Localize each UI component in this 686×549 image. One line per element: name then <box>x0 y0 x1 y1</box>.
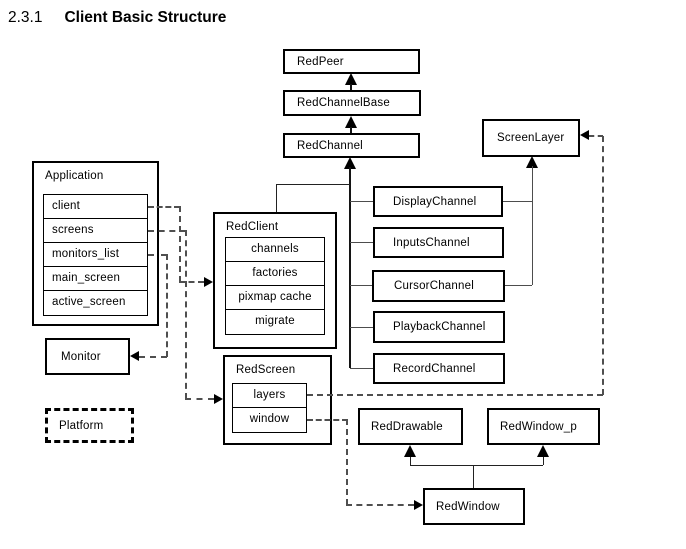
application-field-client: client <box>44 195 147 219</box>
inheritance-arrow-redwindow-p-icon <box>537 445 549 457</box>
box-redchannel-label: RedChannel <box>297 139 363 152</box>
dashed-layers-horizontal-2 <box>589 135 603 137</box>
redclient-field-channels: channels <box>226 238 324 262</box>
section-title: Client Basic Structure <box>64 9 227 26</box>
box-recordchannel-label: RecordChannel <box>393 362 476 375</box>
line-redchannel-to-redchannelbase <box>350 127 352 133</box>
redclient-fields-table: channels factories pixmap cache migrate <box>225 237 325 335</box>
application-fields-table: client screens monitors_list main_screen… <box>43 194 148 316</box>
line-stub-displaychannel-right <box>503 201 532 202</box>
box-platform-label: Platform <box>59 419 104 432</box>
box-cursorchannel: CursorChannel <box>372 270 505 302</box>
box-displaychannel-label: DisplayChannel <box>393 195 477 208</box>
line-redwindow-to-reddrawable <box>410 455 411 465</box>
dashed-window-horizontal-2 <box>346 504 414 506</box>
redclient-box: RedClient channels factories pixmap cach… <box>213 212 337 349</box>
arrow-screens-to-redscreen-icon <box>214 394 223 404</box>
line-stub-displaychannel-left <box>350 201 373 202</box>
line-stub-cursorchannel-right <box>505 285 532 286</box>
line-stub-cursorchannel-left <box>350 285 372 286</box>
line-redwindow-to-redwindow-p <box>543 455 544 465</box>
box-redwindow: RedWindow <box>423 488 525 525</box>
dashed-screens-horizontal-1 <box>148 230 186 232</box>
box-redchannelbase-label: RedChannelBase <box>297 97 390 109</box>
dashed-client-vertical <box>179 206 181 282</box>
section-heading: 2.3.1 Client Basic Structure <box>8 9 226 27</box>
box-redwindow-p: RedWindow_p <box>487 408 600 445</box>
line-redclient-branch-horizontal <box>276 184 350 185</box>
arrow-layers-to-screenlayer-icon <box>580 130 589 140</box>
redscreen-fields-table: layers window <box>232 383 307 433</box>
arrow-monitors-to-monitor-icon <box>130 351 139 361</box>
box-playbackchannel-label: PlaybackChannel <box>393 321 486 333</box>
dashed-monitors-horizontal-2 <box>139 356 167 358</box>
inheritance-arrow-screenlayer-icon <box>526 156 538 168</box>
box-redpeer-label: RedPeer <box>297 55 344 68</box>
line-redwindow-crossbar <box>410 465 543 466</box>
dashed-client-horizontal-1 <box>148 206 180 208</box>
inheritance-arrow-redchannelbase-icon <box>345 116 357 128</box>
arrow-window-to-redwindow-icon <box>414 500 423 510</box>
box-redpeer: RedPeer <box>283 49 420 74</box>
redscreen-title: RedScreen <box>236 364 296 376</box>
inheritance-arrow-redchannel-icon <box>344 157 356 169</box>
line-screenlayer-trunk <box>532 166 533 285</box>
line-channels-trunk <box>349 167 351 368</box>
redscreen-box: RedScreen layers window <box>223 355 332 445</box>
box-screenlayer-label: ScreenLayer <box>497 132 565 144</box>
box-inputschannel: InputsChannel <box>373 227 504 258</box>
dashed-monitors-horizontal-1 <box>148 254 167 256</box>
box-redwindow-label: RedWindow <box>436 500 500 513</box>
box-cursorchannel-label: CursorChannel <box>394 280 474 292</box>
application-field-active-screen: active_screen <box>52 296 126 308</box>
box-screenlayer: ScreenLayer <box>482 119 580 157</box>
application-field-main-screen: main_screen <box>44 267 147 291</box>
box-inputschannel-label: InputsChannel <box>393 236 470 249</box>
section-number: 2.3.1 <box>8 9 43 26</box>
line-stub-playbackchannel-left <box>350 327 373 328</box>
dashed-layers-vertical <box>602 136 604 395</box>
box-playbackchannel: PlaybackChannel <box>373 311 505 343</box>
line-stub-inputschannel-left <box>350 242 373 243</box>
application-title: Application <box>45 170 104 182</box>
box-reddrawable-label: RedDrawable <box>371 420 443 433</box>
dashed-window-horizontal-1 <box>307 419 348 421</box>
box-redchannel: RedChannel <box>283 133 420 158</box>
box-displaychannel: DisplayChannel <box>373 186 503 217</box>
inheritance-arrow-redpeer-icon <box>345 73 357 85</box>
box-recordchannel: RecordChannel <box>373 353 505 384</box>
line-redwindow-stem <box>473 465 474 488</box>
redscreen-field-layers: layers <box>233 384 306 408</box>
dashed-screens-horizontal-2 <box>185 398 214 400</box>
box-monitor: Monitor <box>45 338 130 375</box>
inheritance-arrow-reddrawable-icon <box>404 445 416 457</box>
redclient-field-factories: factories <box>226 262 324 286</box>
application-field-screens: screens <box>44 219 147 243</box>
dashed-monitors-vertical <box>166 254 168 357</box>
redclient-field-migrate: migrate <box>255 315 295 327</box>
redscreen-field-window: window <box>249 413 290 425</box>
redclient-title: RedClient <box>226 221 279 233</box>
box-monitor-label: Monitor <box>61 350 101 363</box>
line-redchannelbase-to-redpeer <box>350 84 352 90</box>
line-redclient-branch-vertical <box>276 184 277 212</box>
box-redwindow-p-label: RedWindow_p <box>500 420 577 433</box>
application-field-monitors-list: monitors_list <box>44 243 147 267</box>
arrow-client-to-redclient-icon <box>204 277 213 287</box>
box-redchannelbase: RedChannelBase <box>283 90 421 116</box>
dashed-layers-horizontal-1 <box>307 394 603 396</box>
dashed-client-horizontal-2 <box>179 281 204 283</box>
application-box: Application client screens monitors_list… <box>32 161 159 326</box>
dashed-window-vertical <box>346 419 348 505</box>
box-platform: Platform <box>45 408 134 443</box>
line-stub-recordchannel-left <box>350 368 373 369</box>
box-reddrawable: RedDrawable <box>358 408 463 445</box>
dashed-screens-vertical <box>185 230 187 399</box>
redclient-field-pixmap-cache: pixmap cache <box>226 286 324 310</box>
